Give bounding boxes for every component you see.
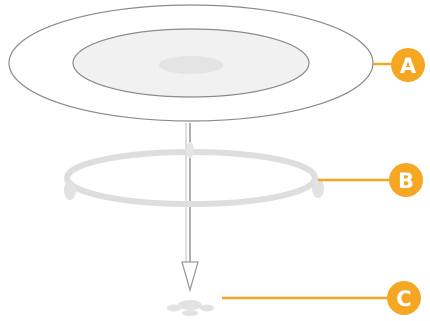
coupler-center	[178, 300, 202, 310]
glass-plate	[9, 5, 373, 121]
coupler-lobe-front	[182, 310, 198, 316]
roller-ring	[64, 142, 324, 204]
coupler-lobe-left	[167, 305, 181, 312]
coupler	[167, 300, 214, 316]
ring-band	[67, 152, 315, 204]
callout-b-label: B	[398, 169, 414, 193]
callout-a-label: A	[400, 54, 417, 78]
arrow-head	[182, 262, 198, 290]
plate-center-hub	[159, 56, 223, 74]
callout-b: B	[318, 163, 423, 197]
callout-c-label: C	[396, 287, 411, 311]
callout-a: A	[373, 48, 425, 82]
callout-c: C	[222, 281, 421, 315]
coupler-lobe-right	[200, 305, 214, 312]
roller-wheel-back	[186, 142, 194, 158]
roller-wheel-left	[64, 180, 76, 200]
